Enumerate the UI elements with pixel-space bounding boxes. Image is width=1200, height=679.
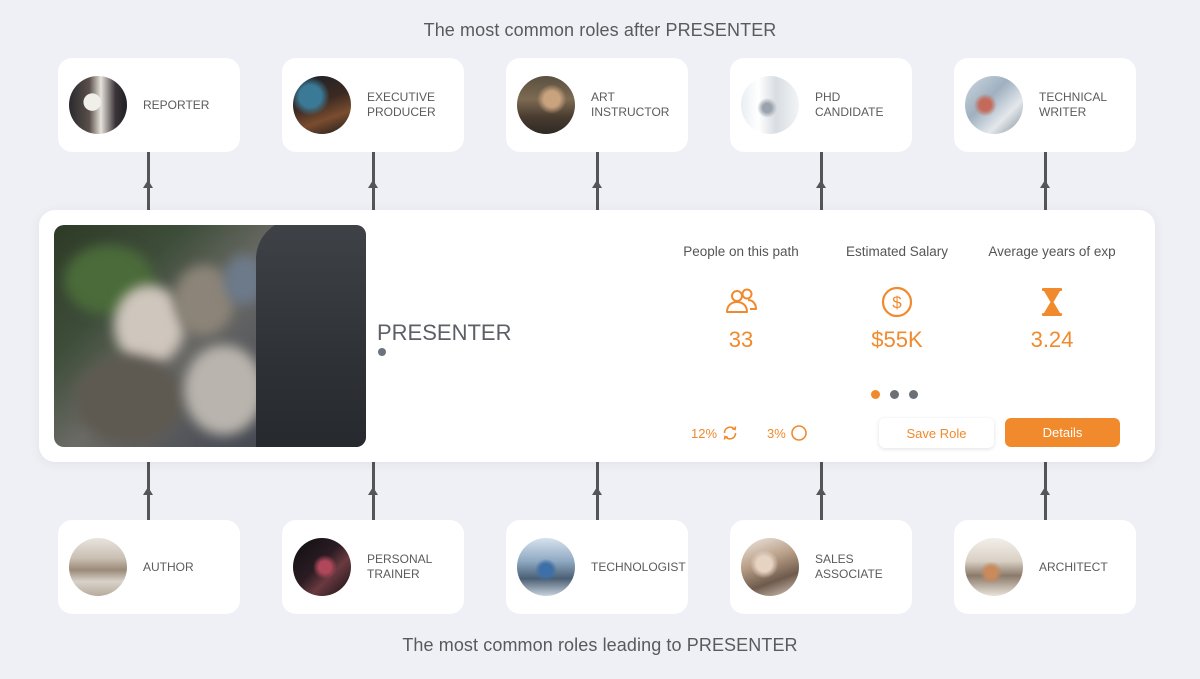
art-instructor-photo <box>517 76 575 134</box>
hourglass-icon <box>1042 288 1062 316</box>
sales-associate-photo <box>741 538 799 596</box>
role-card-author[interactable]: AUTHOR <box>58 520 240 614</box>
role-label: PHD CANDIDATE <box>815 90 884 119</box>
metric-value: 12% <box>691 425 718 441</box>
technical-writer-photo <box>965 76 1023 134</box>
refresh-icon <box>723 426 737 440</box>
stat-value: $55K <box>871 327 923 352</box>
pager-dot[interactable] <box>890 390 899 399</box>
stat-label: People on this path <box>683 244 799 259</box>
role-label: EXECUTIVE PRODUCER <box>367 90 436 119</box>
stat-value: 3.24 <box>1030 327 1074 352</box>
roles-before-row: AUTHOR PERSONAL TRAINER TECHNOLOGIST SAL… <box>0 520 1200 614</box>
metric-other: 3% <box>767 424 808 442</box>
connector-arrow <box>143 152 153 210</box>
metric-turnover: 12% <box>691 424 739 442</box>
current-role-title: PRESENTER <box>377 320 512 345</box>
connector-arrow <box>368 462 378 520</box>
role-label: REPORTER <box>143 97 210 112</box>
connector-arrow <box>592 152 602 210</box>
presenter-photo <box>54 225 366 447</box>
role-label: PERSONAL TRAINER <box>367 552 433 581</box>
reporter-photo <box>69 76 127 134</box>
role-card-art-instructor[interactable]: ART INSTRUCTOR <box>506 58 688 152</box>
roles-after-heading: The most common roles after PRESENTER <box>423 20 777 40</box>
role-label: AUTHOR <box>143 559 194 574</box>
stat-salary: Estimated Salary $ $55K <box>822 244 972 353</box>
role-card-reporter[interactable]: REPORTER <box>58 58 240 152</box>
role-card-personal-trainer[interactable]: PERSONAL TRAINER <box>282 520 464 614</box>
details-button[interactable]: Details <box>1005 418 1120 447</box>
role-label: TECHNOLOGIST <box>591 559 686 574</box>
carousel-pager <box>871 390 918 399</box>
role-card-technical-writer[interactable]: TECHNICAL WRITER <box>954 58 1136 152</box>
connector-arrow <box>592 462 602 520</box>
pager-dot[interactable] <box>871 390 880 399</box>
role-card-executive-producer[interactable]: EXECUTIVE PRODUCER <box>282 58 464 152</box>
connector-arrow <box>816 462 826 520</box>
author-photo <box>69 538 127 596</box>
svg-text:$: $ <box>892 293 902 312</box>
role-card-technologist[interactable]: TECHNOLOGIST <box>506 520 688 614</box>
role-label: ARCHITECT <box>1039 559 1108 574</box>
stat-people: People on this path 33 <box>666 244 816 353</box>
executive-producer-photo <box>293 76 351 134</box>
architect-photo <box>965 538 1023 596</box>
roles-after-row: REPORTER EXECUTIVE PRODUCER ART INSTRUCT… <box>0 58 1200 152</box>
phd-candidate-photo <box>741 76 799 134</box>
connector-arrow <box>816 152 826 210</box>
pager-dot[interactable] <box>909 390 918 399</box>
roles-before-heading: The most common roles leading to PRESENT… <box>402 635 798 655</box>
people-icon <box>726 288 757 313</box>
role-label: TECHNICAL WRITER <box>1039 90 1108 119</box>
current-role-card: PRESENTER People on this path 33 Estimat… <box>39 210 1155 462</box>
role-label: SALES ASSOCIATE <box>815 552 883 581</box>
stat-experience: Average years of exp 3.24 <box>977 244 1127 353</box>
stat-label: Average years of exp <box>988 244 1116 259</box>
connector-arrow <box>368 152 378 210</box>
dollar-icon: $ <box>881 286 913 318</box>
role-card-sales-associate[interactable]: SALES ASSOCIATE <box>730 520 912 614</box>
metric-value: 3% <box>767 425 786 441</box>
circle-icon <box>790 425 807 441</box>
connector-arrow <box>1040 152 1050 210</box>
save-role-button[interactable]: Save Role <box>879 418 994 448</box>
role-label: ART INSTRUCTOR <box>591 90 670 119</box>
stat-value: 33 <box>728 327 754 352</box>
title-dot <box>378 348 386 356</box>
technologist-photo <box>517 538 575 596</box>
connector-arrow <box>143 462 153 520</box>
role-card-phd-candidate[interactable]: PHD CANDIDATE <box>730 58 912 152</box>
connector-arrow <box>1040 462 1050 520</box>
role-card-architect[interactable]: ARCHITECT <box>954 520 1136 614</box>
stat-label: Estimated Salary <box>845 244 949 259</box>
personal-trainer-photo <box>293 538 351 596</box>
